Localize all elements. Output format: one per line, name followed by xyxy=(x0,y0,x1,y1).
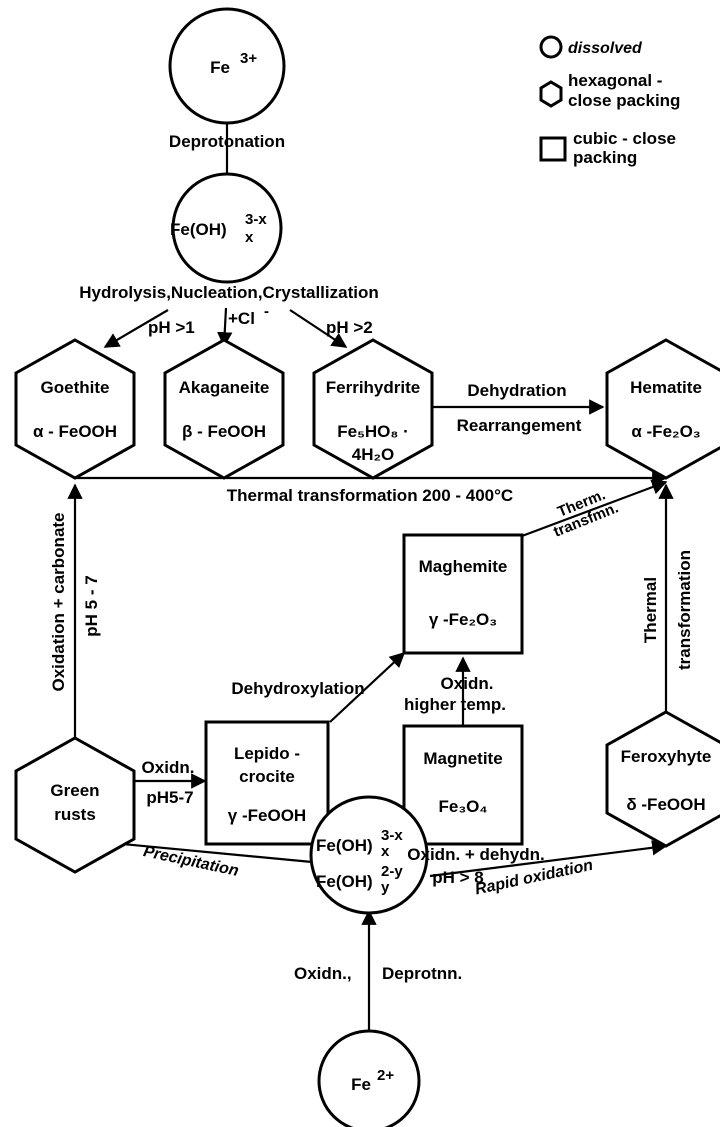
label-oxidn: Oxidn. xyxy=(441,674,494,693)
label-higher-temp: higher temp. xyxy=(404,695,506,714)
legend-circle-icon xyxy=(539,35,563,59)
legend-cubic-line2: packing xyxy=(573,148,637,167)
node-magnetite: Magnetite Fe₃O₄ xyxy=(402,724,524,846)
svg-text:crocite: crocite xyxy=(239,767,295,786)
label-ph-gt-1: pH >1 xyxy=(148,318,195,337)
label-oxidn-left: Oxidn. xyxy=(142,758,195,777)
legend-hexagonal-line1: hexagonal - xyxy=(568,71,662,90)
legend-square-icon xyxy=(539,136,567,162)
node-fe2: Fe 2+ xyxy=(317,1029,421,1127)
edge-labels: Deprotonation Hydrolysis,Nucleation,Crys… xyxy=(49,132,694,983)
label-oxidn-comma: Oxidn., xyxy=(294,964,352,983)
node-feoh-mixed: Fe(OH) 3-x x Fe(OH) 2-y y xyxy=(309,795,429,915)
node-maghemite: Maghemite γ -Fe₂O₃ xyxy=(402,533,524,655)
svg-text:Fe₃O₄: Fe₃O₄ xyxy=(438,797,487,816)
legend-dissolved: dissolved xyxy=(568,40,643,57)
svg-text:2+: 2+ xyxy=(377,1067,394,1084)
svg-text:β - FeOOH: β - FeOOH xyxy=(182,422,266,441)
edge-to-ferrihydrite xyxy=(289,309,348,348)
svg-text:Fe: Fe xyxy=(210,58,230,77)
svg-text:y: y xyxy=(381,879,390,896)
svg-text:3+: 3+ xyxy=(240,50,257,67)
svg-text:α -Fe₂O₃: α -Fe₂O₃ xyxy=(631,422,700,441)
svg-text:Goethite: Goethite xyxy=(41,378,110,397)
label-thermal-200-400: Thermal transformation 200 - 400°C xyxy=(227,486,513,505)
label-oxidation-carbonate: Oxidation + carbonate xyxy=(49,512,68,691)
label-plus-cl: +Cl xyxy=(228,309,255,328)
legend: dissolved hexagonal - close packing cubi… xyxy=(539,35,680,167)
svg-text:x: x xyxy=(245,229,254,246)
label-precipitation: Precipitation xyxy=(142,843,241,880)
svg-text:Fe₅HO₈ ·: Fe₅HO₈ · xyxy=(337,422,408,441)
svg-text:Maghemite: Maghemite xyxy=(419,557,508,576)
node-feoh-x: Fe(OH) 3-x x xyxy=(170,172,283,284)
node-green-rusts: Green rusts xyxy=(14,736,136,874)
svg-text:α - FeOOH: α - FeOOH xyxy=(33,422,117,441)
svg-text:γ -Fe₂O₃: γ -Fe₂O₃ xyxy=(429,610,497,629)
svg-text:Green: Green xyxy=(50,781,99,800)
label-dehydroxylation: Dehydroxylation xyxy=(231,679,364,698)
svg-text:Fe: Fe xyxy=(351,1075,371,1094)
svg-text:3-x: 3-x xyxy=(245,211,267,228)
svg-text:4H₂O: 4H₂O xyxy=(352,445,395,464)
label-cl-sup: - xyxy=(264,303,269,320)
label-ph-gt-2: pH >2 xyxy=(326,318,373,337)
node-feroxyhyte: Feroxyhyte δ -FeOOH xyxy=(605,710,720,848)
label-oxidn-dehydn: Oxidn. + dehydn. xyxy=(407,845,544,864)
edge-rapid-oxidation xyxy=(429,840,668,878)
node-goethite: Goethite α - FeOOH xyxy=(14,338,136,480)
svg-text:x: x xyxy=(381,843,390,860)
node-fe3: Fe 3+ xyxy=(168,7,286,125)
label-ph5-7: pH5-7 xyxy=(146,788,193,807)
node-lepidocrocite: Lepido - crocite γ -FeOOH xyxy=(204,720,330,846)
svg-text:δ -FeOOH: δ -FeOOH xyxy=(626,795,705,814)
nodes: Fe 3+ Fe(OH) 3-x x Goethite α - FeOOH Ak… xyxy=(14,7,720,1127)
svg-text:2-y: 2-y xyxy=(381,863,403,880)
svg-text:Magnetite: Magnetite xyxy=(423,749,502,768)
label-ph-5-7-vertical: pH 5 - 7 xyxy=(82,575,101,636)
label-dehydration: Dehydration xyxy=(467,381,566,400)
edge-maghemite-to-hematite xyxy=(521,479,668,538)
label-hydrolysis: Hydrolysis,Nucleation,Crystallization xyxy=(79,283,378,302)
svg-text:Fe(OH): Fe(OH) xyxy=(316,872,373,891)
legend-hexagonal-line2: close packing xyxy=(568,91,680,110)
node-ferrihydrite: Ferrihydrite Fe₅HO₈ · 4H₂O xyxy=(312,338,434,480)
svg-text:Fe(OH): Fe(OH) xyxy=(170,220,227,239)
svg-text:Ferrihydrite: Ferrihydrite xyxy=(326,378,420,397)
label-transformation: transformation xyxy=(675,550,694,670)
svg-text:γ -FeOOH: γ -FeOOH xyxy=(228,806,306,825)
node-akaganeite: Akaganeite β - FeOOH xyxy=(163,338,285,480)
svg-text:Fe(OH): Fe(OH) xyxy=(316,836,373,855)
svg-text:rusts: rusts xyxy=(54,805,96,824)
legend-hexagon-icon xyxy=(539,80,563,108)
label-thermal: Thermal xyxy=(641,577,660,643)
node-hematite: Hematite α -Fe₂O₃ xyxy=(605,338,720,480)
edge-dehydroxylation xyxy=(329,651,406,723)
legend-cubic-line1: cubic - close xyxy=(573,129,676,148)
label-deprotonation: Deprotonation xyxy=(169,132,285,151)
label-ph-gt-8: pH > 8 xyxy=(432,868,484,887)
label-rearrangement: Rearrangement xyxy=(457,416,582,435)
svg-text:Feroxyhyte: Feroxyhyte xyxy=(621,747,712,766)
edge-to-goethite xyxy=(103,309,169,348)
svg-text:Lepido -: Lepido - xyxy=(234,744,300,763)
svg-text:3-x: 3-x xyxy=(381,827,403,844)
svg-text:Akaganeite: Akaganeite xyxy=(179,378,270,397)
label-deprotnn: Deprotnn. xyxy=(382,964,462,983)
svg-text:Hematite: Hematite xyxy=(630,378,702,397)
